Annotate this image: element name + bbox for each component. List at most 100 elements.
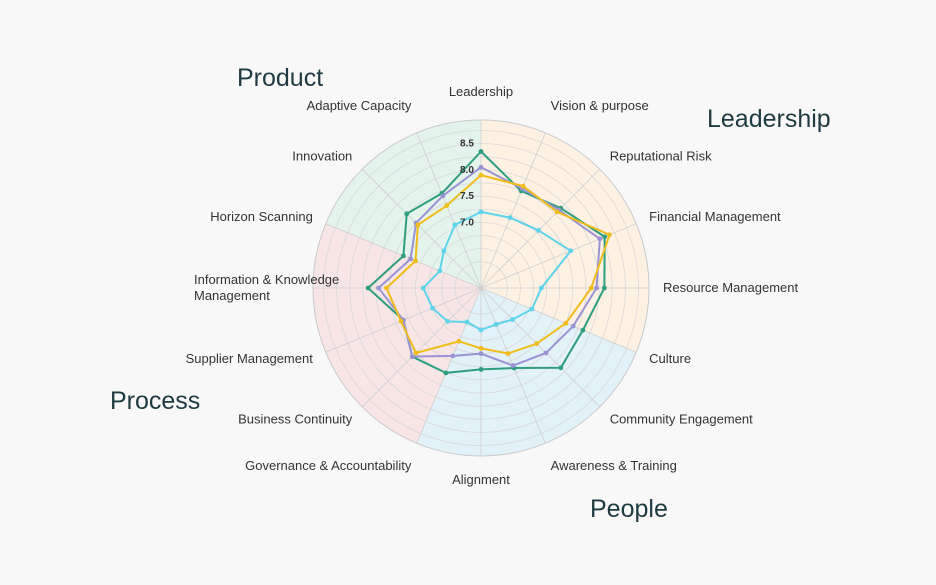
series-1-point	[365, 285, 371, 291]
axis-label-line: Management	[194, 288, 270, 303]
series-2-point	[570, 323, 576, 329]
series-2-point	[597, 236, 603, 242]
section-wedge-leadership	[481, 120, 649, 353]
series-3-point	[607, 232, 612, 238]
series-4-point	[441, 248, 447, 254]
series-2	[376, 164, 603, 369]
axis-label-line: Information & Knowledge	[194, 272, 339, 287]
axis-label-alignment: Alignment	[452, 472, 510, 487]
series-4-point	[510, 317, 515, 322]
series-3-point	[563, 320, 569, 326]
series-3-point	[413, 258, 418, 264]
series-1-point	[601, 285, 607, 291]
grid-spoke	[480, 287, 601, 408]
grid-spoke	[480, 287, 637, 353]
series-2-point	[450, 353, 456, 359]
series-4-point	[420, 285, 426, 291]
grid-spoke	[480, 132, 546, 289]
series-2-point	[478, 351, 484, 357]
series-4-point	[507, 215, 513, 221]
section-label-product: Product	[237, 64, 323, 92]
axis-label-awareness-and-training: Awareness & Training	[551, 458, 677, 473]
axis-label-culture: Culture	[649, 351, 691, 366]
series-1-point	[602, 234, 608, 240]
section-label-people: People	[590, 495, 668, 523]
axis-label-leadership: Leadership	[449, 84, 513, 99]
section-wedge-product	[325, 120, 481, 288]
series-3-point	[478, 345, 484, 351]
series-2-point	[409, 354, 415, 360]
series-2-point	[543, 350, 549, 356]
series-3-point	[413, 350, 419, 356]
section-label-leadership: Leadership	[707, 105, 831, 133]
series-3-point	[534, 341, 540, 347]
series-2-point	[478, 164, 484, 170]
axis-label-vision-and-purpose: Vision & purpose	[551, 98, 649, 113]
axis-label-supplier-management: Supplier Management	[186, 351, 314, 366]
series-layer	[365, 149, 612, 376]
grid-spoke	[361, 168, 482, 289]
series-4-point	[478, 209, 484, 215]
series-1-point	[558, 365, 564, 371]
series-4-point	[437, 268, 443, 274]
tick-label: 7.0	[460, 217, 474, 228]
series-1-point	[404, 211, 410, 217]
series-1-point	[400, 253, 406, 259]
series-1-point	[580, 327, 586, 333]
series-3-point	[415, 222, 421, 228]
series-3-point	[478, 172, 484, 178]
tick-label: 8.5	[460, 139, 474, 150]
series-2-point	[440, 193, 446, 199]
grid-spoke	[361, 287, 482, 408]
series-4-point	[529, 306, 535, 312]
series-2-point	[594, 285, 599, 291]
series-3-point	[588, 285, 594, 291]
tick-labels: 7.0 7.5 8.0 8.5	[460, 139, 474, 229]
axis-label-innovation: Innovation	[292, 148, 352, 163]
series-4	[420, 209, 574, 333]
series-2-point	[408, 256, 414, 262]
series-4-point	[493, 321, 499, 327]
series-3-point	[505, 351, 511, 356]
section-wedge-process	[313, 223, 481, 444]
section-label-process: Process	[110, 387, 200, 415]
grid-spoke	[416, 132, 482, 289]
series-3	[384, 172, 612, 356]
series-4-point	[430, 305, 435, 311]
axis-label-community-engagement: Community Engagement	[610, 412, 753, 427]
grid-spoke	[416, 287, 482, 444]
series-3-point	[520, 183, 526, 189]
series-4-point	[464, 319, 470, 325]
series-4-point	[445, 319, 450, 324]
series-4-point	[568, 248, 574, 254]
series-3-point	[398, 318, 404, 324]
axis-label-reputational-risk: Reputational Risk	[610, 148, 712, 163]
tick-label: 8.0	[460, 165, 474, 176]
series-3-point	[456, 338, 462, 344]
series-1-point	[478, 366, 484, 372]
axis-label-governance-and-accountability: Governance & Accountability	[245, 458, 412, 473]
section-labels: Product Leadership Process People	[110, 64, 831, 523]
series-3-point	[384, 285, 389, 291]
series-4-point	[538, 285, 544, 291]
series-2-point	[376, 285, 382, 291]
series-1-point	[478, 149, 484, 154]
series-4-point	[452, 222, 458, 228]
axis-label-adaptive-capacity: Adaptive Capacity	[307, 98, 412, 113]
series-4-point	[478, 327, 484, 333]
series-1-point	[443, 370, 449, 376]
axis-label-financial-management: Financial Management	[649, 209, 781, 224]
series-3-point	[554, 209, 560, 215]
series-2-point	[510, 363, 516, 369]
axis-label-horizon-scanning: Horizon Scanning	[210, 209, 313, 224]
series-4-point	[536, 228, 541, 233]
axis-label-resource-management: Resource Management	[663, 280, 799, 295]
series-3-point	[444, 203, 450, 208]
tick-label: 7.5	[460, 191, 474, 202]
axis-label-business-continuity: Business Continuity	[238, 412, 353, 427]
grid-spoke	[480, 168, 601, 289]
